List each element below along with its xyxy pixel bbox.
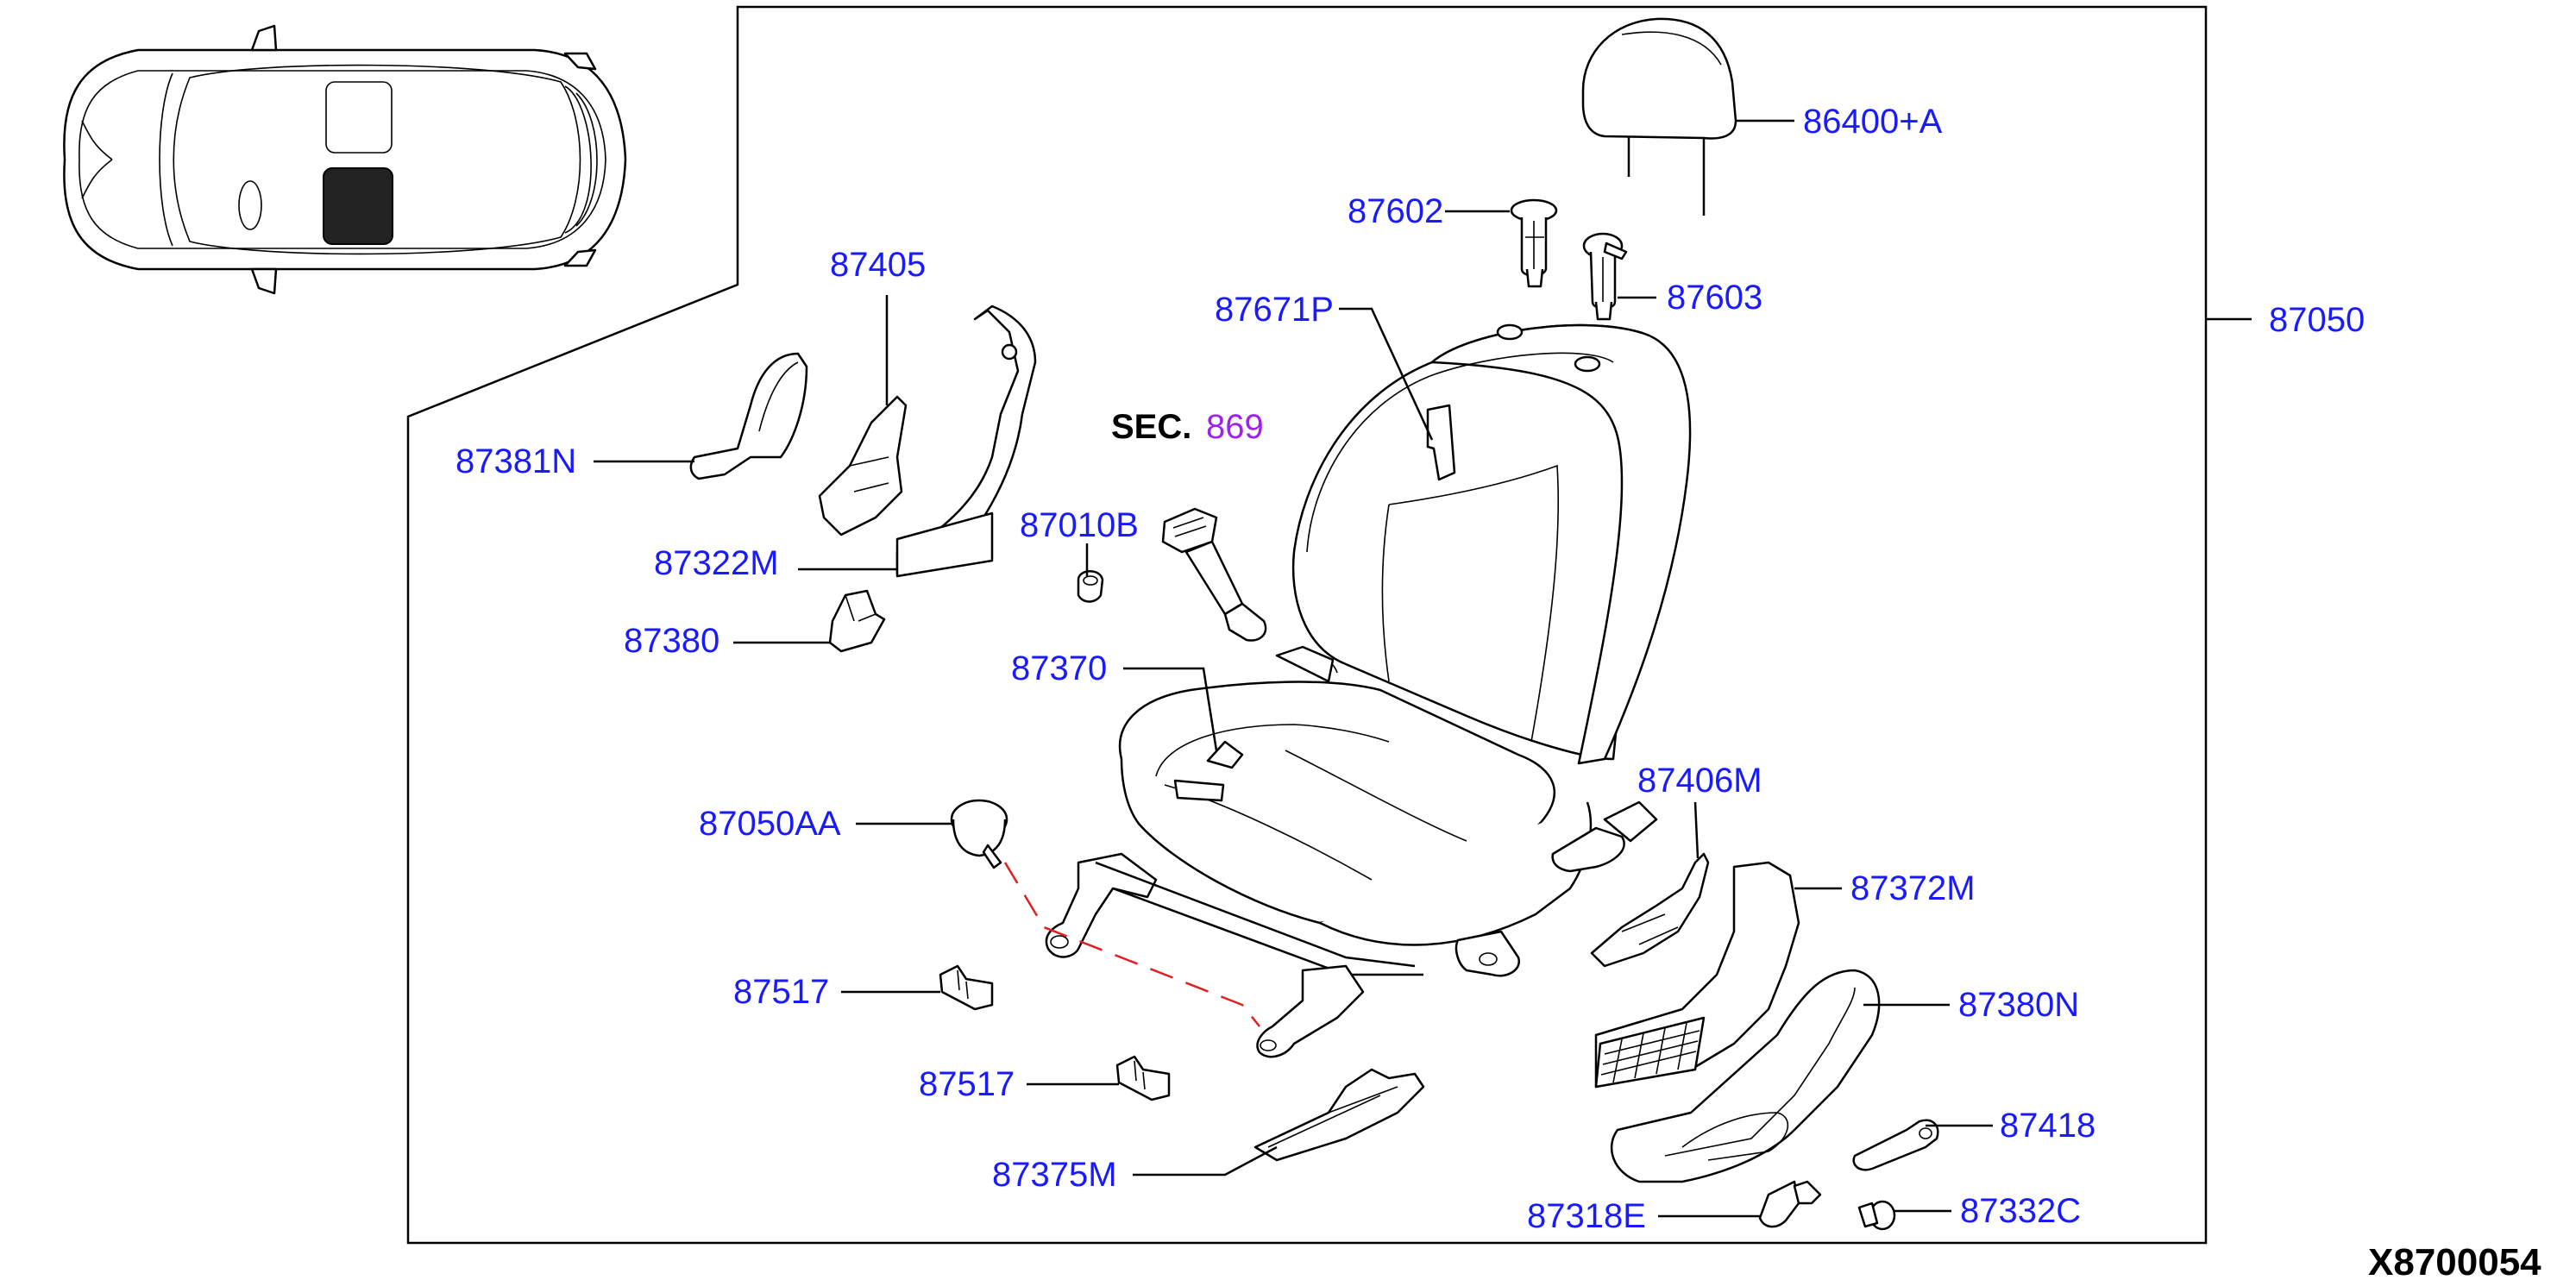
- seat-frame-part: [1045, 645, 1658, 1058]
- headrest-part: [1581, 17, 1737, 216]
- label-87010b: 87010B: [1020, 506, 1139, 544]
- label-87318e: 87318E: [1527, 1197, 1646, 1235]
- cap-part: [1857, 1200, 1896, 1231]
- seat-belt-buckle-part: [1161, 507, 1267, 642]
- label-87375m: 87375M: [992, 1156, 1117, 1194]
- headrest-guide-part: [1510, 198, 1558, 288]
- label-87372m: 87372M: [1850, 869, 1976, 907]
- right-trim-parts: [1590, 852, 1881, 1183]
- bracket-clip-part: [1758, 1180, 1822, 1228]
- seat-back-part: [1291, 323, 1692, 765]
- section-ref-number: 869: [1206, 408, 1264, 446]
- rail-cover-part: [1253, 1068, 1425, 1162]
- label-87380n: 87380N: [1958, 986, 2079, 1024]
- label-87332c: 87332C: [1960, 1192, 2081, 1230]
- label-87381n: 87381N: [456, 442, 576, 480]
- label-87602: 87602: [1348, 192, 1443, 230]
- label-87405: 87405: [830, 246, 926, 284]
- label-87517-lower: 87517: [919, 1065, 1015, 1103]
- grommet-part: [1077, 570, 1104, 603]
- left-trim-parts: [689, 304, 1037, 653]
- label-86400a: 86400+A: [1803, 103, 1943, 141]
- car-locator-icon: [63, 24, 627, 295]
- clip-part-upper: [939, 964, 994, 1011]
- label-87050aa: 87050AA: [699, 805, 841, 843]
- label-87406m: 87406M: [1637, 762, 1762, 800]
- label-87671p: 87671P: [1215, 291, 1334, 329]
- label-87370: 87370: [1011, 649, 1107, 687]
- section-ref-prefix: SEC.: [1111, 408, 1191, 446]
- leader-lines: [594, 119, 2252, 1218]
- seat-cushion-part: [1118, 681, 1593, 946]
- label-87418: 87418: [2000, 1107, 2095, 1145]
- label-87603: 87603: [1667, 279, 1762, 317]
- label-87050: 87050: [2269, 301, 2365, 339]
- knob-part: [950, 799, 1008, 869]
- diagram-frame: [406, 5, 2208, 1245]
- label-87517-upper: 87517: [733, 973, 829, 1011]
- label-87322m: 87322M: [654, 544, 779, 582]
- lever-part: [1852, 1119, 1939, 1171]
- label-87380: 87380: [624, 622, 719, 660]
- headrest-guide-lock-part: [1582, 232, 1628, 321]
- drawing-code: X8700054: [2368, 1241, 2541, 1280]
- clip-part-lower: [1115, 1055, 1171, 1101]
